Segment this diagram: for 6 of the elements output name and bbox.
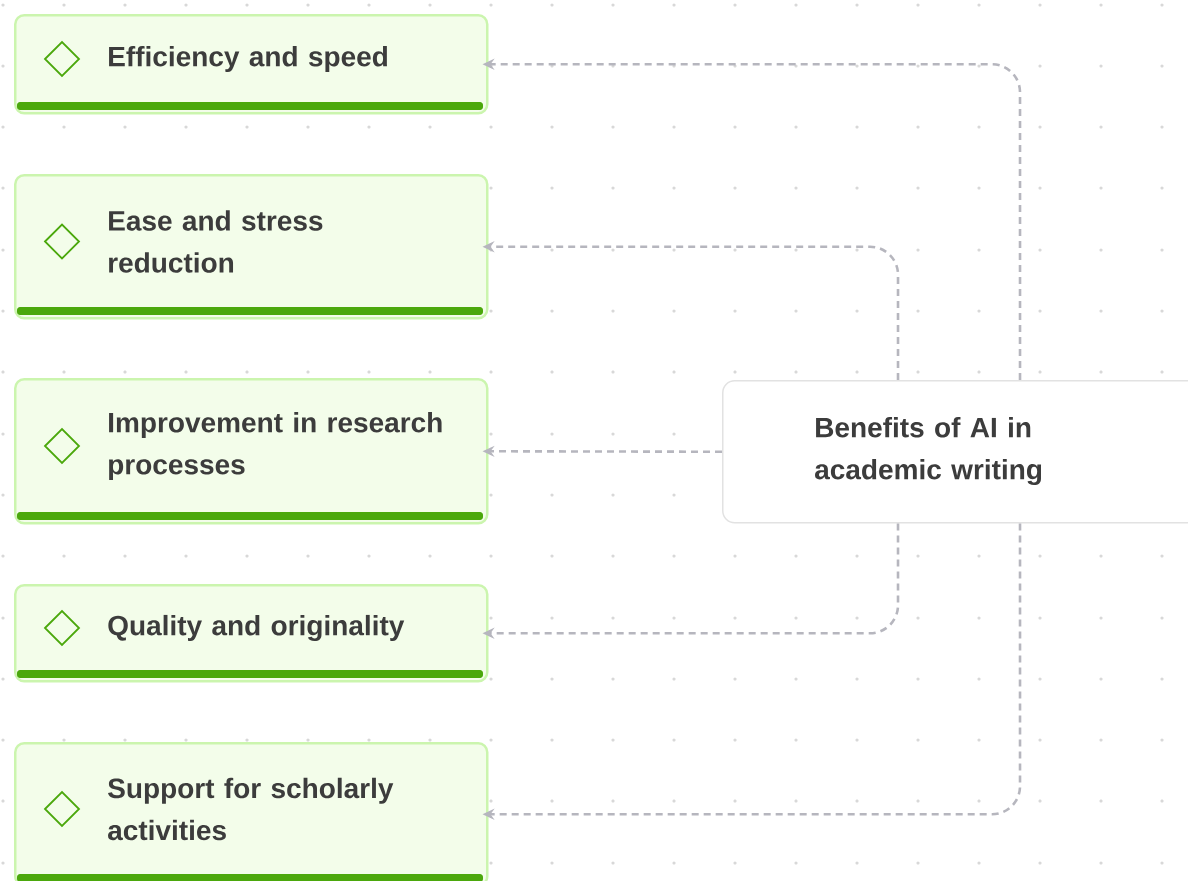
card: Improvement in research processes <box>14 378 489 525</box>
card: Efficiency and speed <box>14 14 489 115</box>
card: Ease and stress reduction <box>14 174 489 320</box>
topic-box: Benefits of AI in academic writing <box>722 380 1188 524</box>
card: Support for scholarly activities <box>14 742 489 881</box>
card: Quality and originality <box>14 584 489 683</box>
